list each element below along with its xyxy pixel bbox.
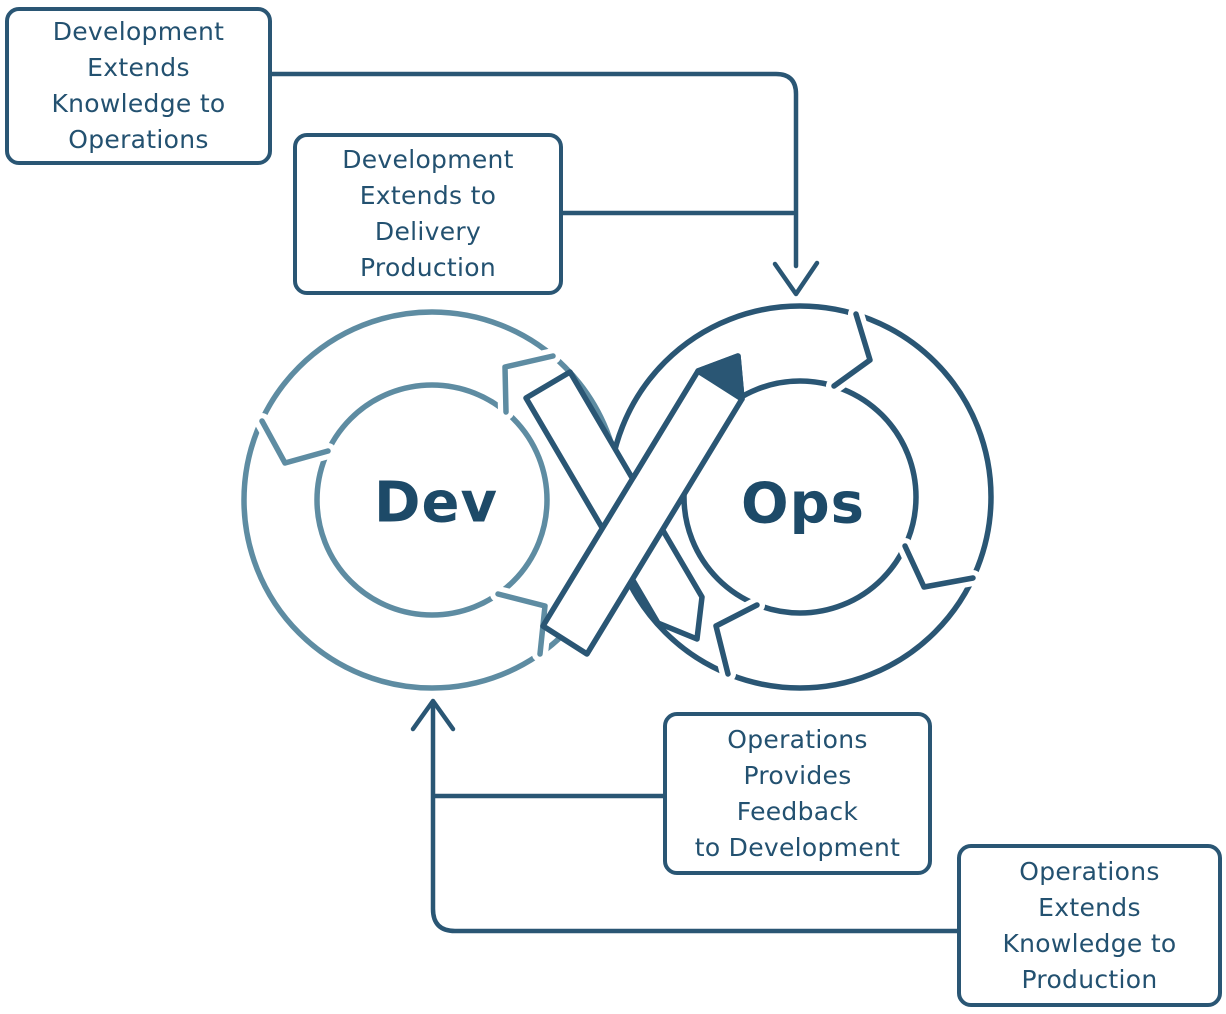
- label-box-operations-extends-knowledge: Operations Extends Knowledge to Producti…: [957, 844, 1222, 1007]
- dev-loop-label: Dev: [374, 470, 498, 536]
- arrow-up-icon: [410, 698, 456, 732]
- ops-loop-chevrons: [708, 306, 981, 682]
- chevron-icon: [902, 543, 976, 590]
- dev-cycle-loop-icon: [241, 309, 623, 691]
- label-box-text: Operations Extends Knowledge to Producti…: [1002, 856, 1177, 994]
- connectors: [269, 71, 960, 934]
- connector-dev-knowledge-to-ops: [269, 71, 799, 269]
- arrow-down-icon: [772, 260, 820, 297]
- ops-loop-label: Ops: [740, 471, 866, 537]
- label-box-text: Development Extends to Delivery Producti…: [342, 145, 514, 282]
- crossing-ribbon-icon: [523, 353, 745, 657]
- chevron-icon: [713, 602, 760, 677]
- label-box-operations-provides-feedback: Operations Provides Feedback to Developm…: [663, 712, 932, 875]
- chevron-icon: [495, 591, 548, 657]
- dev-loop-chevrons: [254, 348, 561, 662]
- label-box-development-extends-delivery: Development Extends to Delivery Producti…: [293, 133, 563, 295]
- label-box-text: Development Extends Knowledge to Operati…: [51, 17, 226, 154]
- chevron-icon: [259, 418, 331, 466]
- chevron-icon: [502, 353, 556, 415]
- label-box-development-extends-knowledge: Development Extends Knowledge to Operati…: [5, 7, 272, 165]
- ribbon-fold-tip: [695, 353, 745, 402]
- dev-loop-inner-ring: [314, 382, 550, 618]
- connector-ops-knowledge-to-dev: [430, 704, 960, 934]
- chevron-icon: [831, 311, 873, 389]
- label-box-text: Operations Provides Feedback to Developm…: [694, 724, 901, 862]
